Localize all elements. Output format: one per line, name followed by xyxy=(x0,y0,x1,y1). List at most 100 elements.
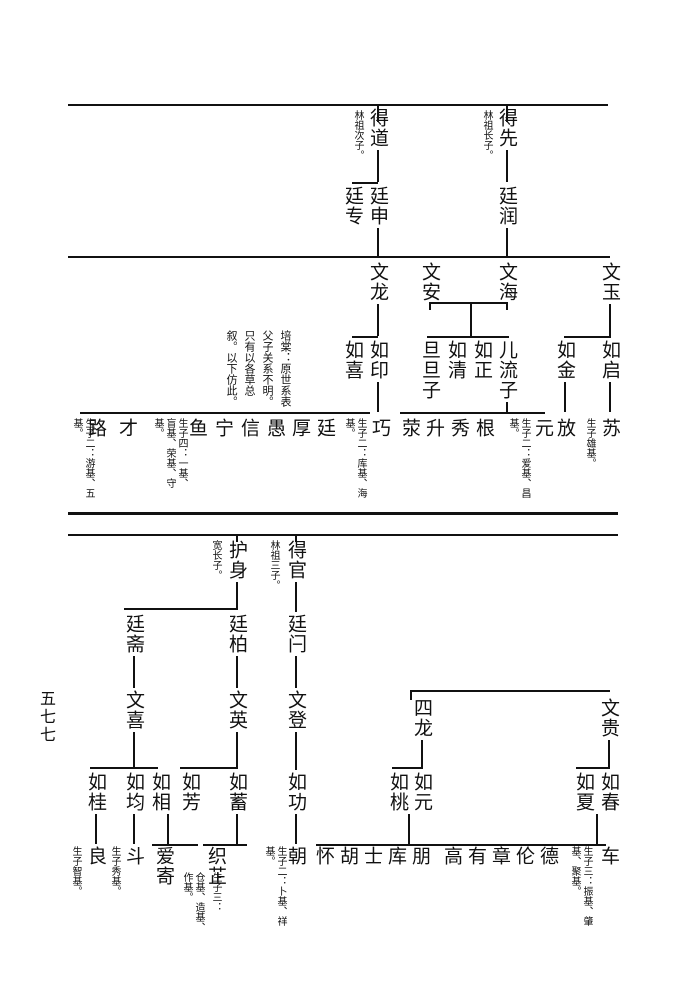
connector xyxy=(95,814,97,844)
connector xyxy=(410,690,412,700)
name-ru-qi: 如启 xyxy=(599,340,621,380)
connector xyxy=(377,304,379,336)
connector xyxy=(133,732,135,768)
name-wen-hai: 文海 xyxy=(496,262,518,302)
connector xyxy=(420,256,508,258)
name-ru-zheng: 如正 xyxy=(471,340,493,380)
connector xyxy=(377,150,379,182)
connector xyxy=(609,382,611,412)
name-ru-fang: 如芳 xyxy=(179,772,201,812)
note-ai-ji: 仓基、造基、作基。 xyxy=(181,872,204,932)
gen-zhang: 章 xyxy=(489,846,511,866)
name-wen-an: 文安 xyxy=(419,262,441,302)
note-hu-shen: 宽长子。 xyxy=(210,540,221,580)
connector xyxy=(408,814,410,844)
gen-gao: 高 xyxy=(441,846,463,866)
gen-zhi-zhi: 织芷 xyxy=(205,846,227,886)
gen-yu: 鱼 xyxy=(186,418,208,438)
name-wen-yu: 文玉 xyxy=(599,262,621,302)
name-ru-xiang: 如相 xyxy=(149,772,171,812)
gen-you: 有 xyxy=(465,846,487,866)
note-liang: 生子智基。 xyxy=(70,846,81,896)
bottom-frame-line xyxy=(68,534,618,536)
gen-yuan: 元 xyxy=(532,418,554,438)
gen-ku: 库 xyxy=(385,846,407,866)
gen-ting: 廷 xyxy=(314,418,336,438)
connector xyxy=(598,256,610,258)
note-de-guan: 林祖三子。 xyxy=(268,540,279,590)
gen-hu: 胡 xyxy=(337,846,359,866)
gen-fang: 放 xyxy=(554,418,576,438)
note-lu-cai: 生子二：游基、五基。 xyxy=(71,418,94,498)
connector xyxy=(421,740,423,768)
gen-che: 车 xyxy=(598,846,620,866)
gen-sheng: 升 xyxy=(423,418,445,438)
name-wen-gui: 文贵 xyxy=(598,698,620,738)
connector xyxy=(352,182,378,184)
gen-qiao: 巧 xyxy=(369,418,391,438)
gen-ning: 宁 xyxy=(212,418,234,438)
connector xyxy=(236,582,238,610)
name-ting-bai: 廷柏 xyxy=(226,614,248,654)
name-ting-men: 廷闩 xyxy=(285,614,307,654)
gen-chao: 朝 xyxy=(285,846,307,866)
connector xyxy=(152,844,198,846)
top-frame-line xyxy=(68,104,608,106)
connector xyxy=(203,844,247,846)
connector xyxy=(236,732,238,768)
name-hu-shen: 护身 xyxy=(226,540,248,580)
connector xyxy=(506,228,508,258)
connector xyxy=(609,304,611,336)
connector xyxy=(427,336,509,338)
table-separator xyxy=(68,512,618,515)
gen-hou: 厚 xyxy=(289,418,311,438)
name-er-liu-zi: 儿流子 xyxy=(496,340,518,400)
name-ru-jin: 如金 xyxy=(554,340,576,380)
connector xyxy=(506,402,508,412)
gen-peng: 朋 xyxy=(409,846,431,866)
name-ru-gong: 如功 xyxy=(285,772,307,812)
name-ru-gui: 如桂 xyxy=(85,772,107,812)
name-de-xian: 得先 xyxy=(496,108,518,148)
connector xyxy=(133,656,135,688)
connector xyxy=(608,740,610,768)
note-yu: 生子四：一基、盲基、荣基、守基。 xyxy=(152,418,187,488)
connector xyxy=(564,382,566,412)
name-ru-xu: 如蓄 xyxy=(226,772,248,812)
name-si-long: 四龙 xyxy=(411,698,433,738)
connector xyxy=(124,608,238,610)
name-de-guan: 得官 xyxy=(285,540,307,580)
note-zhi-zhi: 生子三： xyxy=(210,872,221,912)
connector xyxy=(429,304,431,310)
name-wen-long: 文龙 xyxy=(367,262,389,302)
connector xyxy=(377,382,379,412)
name-de-dao: 得道 xyxy=(367,108,389,148)
connector xyxy=(377,228,379,258)
connector xyxy=(352,336,378,338)
name-ting-zhai: 廷斋 xyxy=(123,614,145,654)
gen-dou: 斗 xyxy=(123,846,145,866)
connector xyxy=(596,814,598,844)
connector xyxy=(236,814,238,844)
note-yuan: 生子二：爱基、昌基。 xyxy=(507,418,530,498)
name-dan-dan-zi: 旦旦子 xyxy=(419,340,441,400)
connector xyxy=(236,534,238,542)
connector xyxy=(295,732,297,770)
name-ru-qing: 如清 xyxy=(445,340,467,380)
connector xyxy=(377,104,379,122)
connector xyxy=(80,412,370,414)
note-qiao: 生子二：库基、海基。 xyxy=(343,418,366,498)
gen-gen: 根 xyxy=(473,418,495,438)
name-ting-zhuan: 廷专 xyxy=(342,186,364,226)
page-number: 五七七 xyxy=(37,690,56,744)
connector xyxy=(180,767,238,769)
connector xyxy=(410,690,610,692)
connector xyxy=(429,302,508,304)
name-ru-yuan: 如元 xyxy=(411,772,433,812)
name-wen-xi: 文喜 xyxy=(123,690,145,730)
connector xyxy=(90,767,158,769)
note-che: 生子三：振基、肇基、聚基。 xyxy=(569,846,592,926)
name-ru-xi: 如喜 xyxy=(342,340,364,380)
name-ru-chun: 如春 xyxy=(598,772,620,812)
